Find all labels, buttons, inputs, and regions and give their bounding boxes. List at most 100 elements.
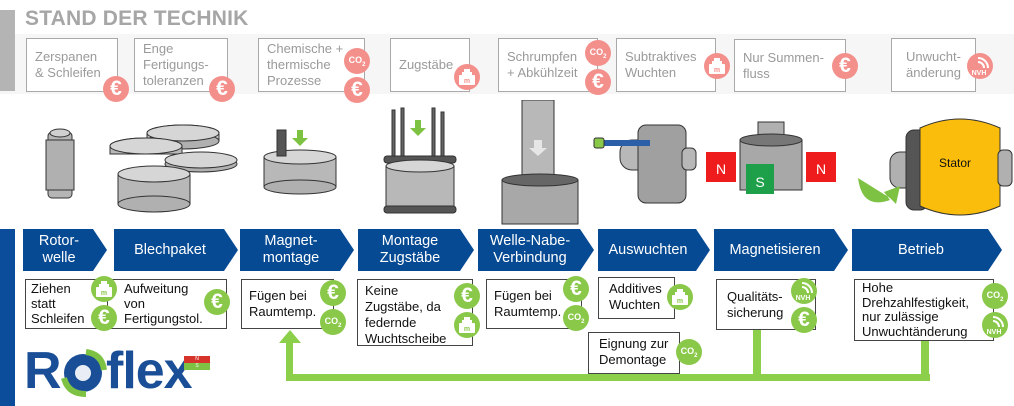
solution-text: Keine Zugstäbe, da federnde Wuchtscheibe xyxy=(365,283,447,346)
feedback-line-magnetisieren xyxy=(753,318,761,378)
co2-icon: CO2 xyxy=(563,305,589,331)
sota-box-unwucht: Unwucht- änderung xyxy=(891,38,976,92)
svg-text:S: S xyxy=(755,174,764,190)
step-montage-zugstaebe: Montage Zugstäbe xyxy=(358,229,474,271)
state-of-art-accent-bar xyxy=(0,10,15,91)
solution-text: Fügen bei Raumtemp. xyxy=(249,288,317,319)
nvh-glyph: NVH xyxy=(972,57,989,77)
lamination-stack-illustration xyxy=(109,124,238,213)
euro-icon: € xyxy=(344,77,370,103)
euro-icon: € xyxy=(103,76,129,102)
solution-text: Eignung zur Demontage xyxy=(599,336,669,367)
sota-text: Nur Summen- fluss xyxy=(743,49,824,81)
nvh-icon: NVH xyxy=(967,53,993,79)
logo-rotor-icon xyxy=(61,349,107,397)
solution-box-additives: Additives Wuchten xyxy=(598,277,675,319)
step-label: Blechpaket xyxy=(134,241,206,258)
process-illustrations: N S N Stator xyxy=(45,100,1013,225)
euro-icon: € xyxy=(832,53,858,79)
solution-text: Hohe Drehzahlfestigkeit, nur zulässige U… xyxy=(862,280,969,339)
euro-icon: € xyxy=(585,69,611,95)
euro-icon: € xyxy=(563,276,589,302)
mass-weight-icon: m xyxy=(454,64,480,90)
solution-text-aufweitung: Aufweitung von Fertigungstol. xyxy=(124,281,203,326)
step-label: Welle-Nabe- Verbindung xyxy=(489,233,571,266)
step-magnetisieren: Magnetisieren xyxy=(714,229,848,271)
svg-text:m: m xyxy=(714,67,720,74)
mass-weight-icon: m xyxy=(704,53,730,79)
sota-text: Enge Fertigungs- toleranzen xyxy=(143,41,209,88)
co2-icon: CO2 xyxy=(676,339,702,365)
feedback-line-up xyxy=(286,342,293,381)
logo-magnet-south: S xyxy=(184,363,210,370)
co2-icon: CO2 xyxy=(344,48,370,74)
co2-icon: CO2 xyxy=(320,309,346,335)
svg-text:m: m xyxy=(464,78,470,85)
step-label: Rotor- welle xyxy=(38,233,80,266)
euro-icon: € xyxy=(791,307,817,333)
nvh-glyph: NVH xyxy=(796,282,813,302)
shaft-hub-illustration xyxy=(501,100,579,225)
euro-icon: € xyxy=(204,289,230,315)
solution-text: Fügen bei Raumtemp. xyxy=(494,288,562,319)
solution-text-ziehen: Ziehen statt Schleifen xyxy=(31,281,85,326)
sota-text: Subtraktives Wuchten xyxy=(625,49,697,80)
solution-box-rotor-blech xyxy=(25,279,227,329)
weight-glyph: m xyxy=(459,69,475,85)
step-label: Betrieb xyxy=(898,241,944,258)
euro-icon: € xyxy=(209,76,235,102)
sota-text: Zerspanen & Schleifen xyxy=(35,49,101,80)
magnetizing-illustration: N S N xyxy=(706,121,836,194)
nvh-glyph: NVH xyxy=(987,316,1004,336)
svg-text:N: N xyxy=(816,161,826,177)
svg-text:NVH: NVH xyxy=(796,295,811,302)
feedback-line-betrieb xyxy=(921,341,929,378)
svg-text:NVH: NVH xyxy=(987,329,1002,336)
process-accent-bar xyxy=(0,229,15,406)
stator-illustration: Stator xyxy=(858,118,1013,216)
step-label: Montage Zugstäbe xyxy=(379,233,441,266)
balancing-illustration xyxy=(593,124,697,204)
solution-text: Additives Wuchten xyxy=(609,281,662,312)
nvh-icon: NVH xyxy=(791,278,817,304)
euro-icon: € xyxy=(454,283,480,309)
weight-glyph: m xyxy=(96,281,112,297)
solution-box-betrieb: Hohe Drehzahlfestigkeit, nur zulässige U… xyxy=(854,279,994,341)
solution-divider xyxy=(107,279,108,329)
sota-box-zerspanen: Zerspanen & Schleifen xyxy=(26,38,118,92)
co2-icon: CO2 xyxy=(982,283,1008,309)
svg-text:N: N xyxy=(716,161,726,177)
step-label: Magnet- montage xyxy=(262,233,320,266)
section-title: STAND DER TECHNIK xyxy=(25,7,249,30)
co2-icon: CO2 xyxy=(585,40,611,66)
logo-magnet-north: N xyxy=(184,356,210,363)
step-welle-nabe: Welle-Nabe- Verbindung xyxy=(478,229,594,271)
step-magnetmontage: Magnet- montage xyxy=(240,229,354,271)
svg-text:NVH: NVH xyxy=(972,70,987,77)
sota-text: Zugstäbe xyxy=(399,57,454,72)
step-betrieb: Betrieb xyxy=(852,229,1002,271)
solution-box-demontage: Eignung zur Demontage xyxy=(588,332,680,374)
feedback-arrow-icon xyxy=(279,330,301,343)
sota-text: Chemische + thermische Prozesse xyxy=(267,41,344,88)
svg-text:m: m xyxy=(464,326,470,333)
euro-icon: € xyxy=(320,280,346,306)
roflex-logo: R flex N S xyxy=(24,342,214,402)
svg-text:m: m xyxy=(677,298,683,305)
svg-text:Stator: Stator xyxy=(939,156,971,170)
step-auswuchten: Auswuchten xyxy=(598,229,710,271)
tie-rods-illustration xyxy=(383,107,457,214)
step-label: Auswuchten xyxy=(608,241,688,258)
mass-weight-icon: m xyxy=(454,312,480,338)
solution-text: Qualitäts- sicherung xyxy=(727,288,784,320)
weight-glyph: m xyxy=(709,58,725,74)
logo-text: flex xyxy=(106,342,193,400)
weight-glyph: m xyxy=(459,317,475,333)
magnet-mounting-illustration xyxy=(263,129,337,195)
weight-glyph: m xyxy=(672,289,688,305)
sota-box-subtraktives: Subtraktives Wuchten xyxy=(616,38,716,92)
svg-text:m: m xyxy=(101,290,107,297)
sota-box-schrumpfen: Schrumpfen + Abkühlzeit xyxy=(498,38,598,92)
solution-box-magnet: Fügen bei Raumtemp. xyxy=(241,279,334,329)
step-blechpaket: Blechpaket xyxy=(114,229,238,271)
